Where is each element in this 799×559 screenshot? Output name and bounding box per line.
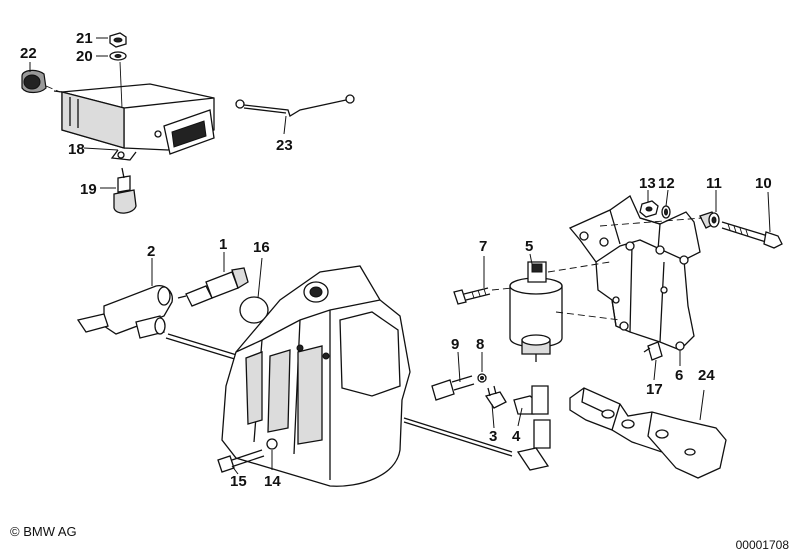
callout-16: 16: [253, 239, 270, 256]
callout-9: 9: [451, 336, 459, 353]
screw[interactable]: [453, 287, 491, 305]
callout-3: 3: [489, 428, 497, 445]
cover[interactable]: [221, 265, 411, 487]
cable-terminal[interactable]: [484, 385, 507, 409]
ignition-coil[interactable]: [509, 261, 563, 362]
nut[interactable]: [109, 32, 127, 48]
spacer-sleeve[interactable]: [699, 211, 720, 229]
document-number: 00001708: [735, 538, 789, 552]
callout-23: 23: [276, 137, 293, 154]
callout-20: 20: [76, 48, 93, 65]
callout-15: 15: [230, 473, 247, 490]
spark-plug[interactable]: [177, 267, 249, 307]
callout-11: 11: [706, 175, 722, 192]
callout-24: 24: [698, 367, 715, 384]
mounting-bracket[interactable]: [568, 195, 701, 351]
callout-4: 4: [512, 428, 521, 445]
spring-washer[interactable]: [661, 205, 671, 219]
callout-numbers: 1 2 3 4 5 6 7 8 9 10 11 12 13 14 15 16 1…: [20, 30, 772, 490]
lock-washer[interactable]: [477, 373, 487, 383]
leader-lines: [29, 37, 771, 475]
callout-8: 8: [476, 336, 484, 353]
callout-19: 19: [80, 181, 97, 198]
callout-1: 1: [219, 236, 227, 253]
hex-bolt[interactable]: [721, 221, 783, 249]
copyright-notice: © BMW AG: [10, 524, 77, 539]
connector-boot[interactable]: [513, 385, 551, 471]
ground-cable[interactable]: [235, 94, 355, 117]
callout-14: 14: [264, 473, 281, 490]
heat-shield[interactable]: [569, 387, 727, 479]
callout-5: 5: [525, 238, 533, 255]
washer[interactable]: [109, 51, 127, 61]
rubber-grommet[interactable]: [21, 69, 61, 94]
callout-21: 21: [76, 30, 93, 47]
threaded-stud[interactable]: [431, 375, 475, 401]
spark-plug-cap[interactable]: [76, 285, 173, 339]
callout-22: 22: [20, 45, 37, 62]
callout-13: 13: [639, 175, 656, 192]
callout-17: 17: [646, 381, 663, 398]
hex-nut[interactable]: [639, 200, 659, 218]
callout-10: 10: [755, 175, 772, 192]
callout-12: 12: [658, 175, 675, 192]
callout-7: 7: [479, 238, 487, 255]
rubber-mount[interactable]: [113, 167, 137, 214]
retaining-clip[interactable]: [643, 341, 663, 361]
callout-6: 6: [675, 367, 683, 384]
callout-18: 18: [68, 141, 85, 158]
connector-plug: [154, 109, 215, 155]
rubber-cap[interactable]: [239, 296, 269, 324]
callout-2: 2: [147, 243, 155, 260]
